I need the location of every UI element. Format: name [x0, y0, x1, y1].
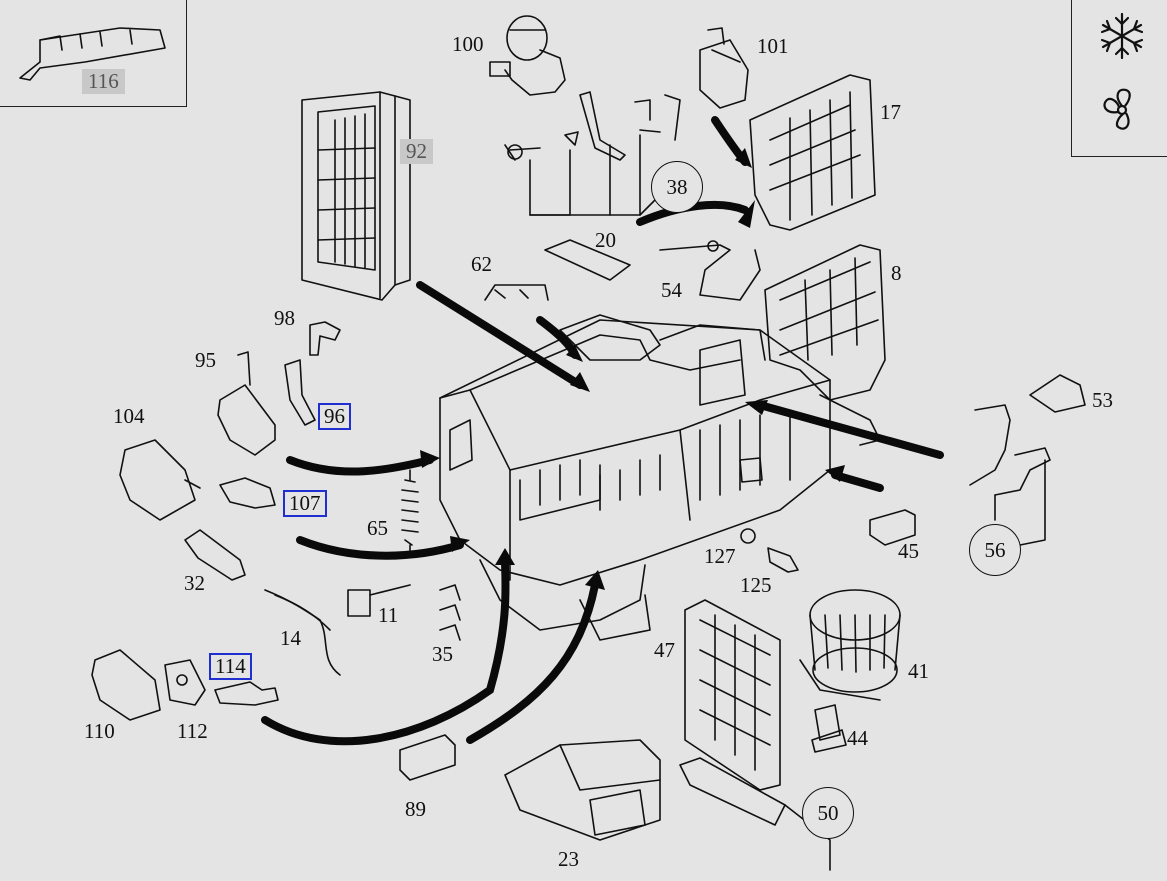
- part-95-actuator: [217, 351, 276, 456]
- main-hvac-housing: [439, 314, 831, 641]
- part-17-flap-housing: [749, 74, 876, 231]
- part-35-clips: [439, 584, 461, 641]
- callout-8[interactable]: 8: [891, 261, 902, 285]
- part-107-motor: [219, 477, 276, 509]
- callout-114[interactable]: 114: [209, 653, 252, 680]
- callout-53[interactable]: 53: [1092, 388, 1113, 412]
- part-65-spring: [401, 469, 419, 553]
- inset-frame: [0, 0, 187, 107]
- part-101-actuator: [699, 27, 749, 109]
- part-11-relay: [347, 584, 411, 617]
- callout-45[interactable]: 45: [898, 539, 919, 563]
- callout-92[interactable]: 92: [400, 139, 433, 164]
- callout-62[interactable]: 62: [471, 252, 492, 276]
- part-41-blower: [799, 589, 901, 701]
- callout-104[interactable]: 104: [113, 404, 145, 428]
- part-47-filter: [684, 599, 781, 791]
- part-45-connector: [869, 509, 916, 546]
- callout-54[interactable]: 54: [661, 278, 682, 302]
- part-32-sensor: [184, 529, 246, 581]
- callout-17[interactable]: 17: [880, 100, 901, 124]
- part-8-housing: [764, 244, 886, 446]
- callout-14[interactable]: 14: [280, 626, 301, 650]
- part-114-motor: [214, 681, 279, 706]
- callout-35[interactable]: 35: [432, 642, 453, 666]
- callout-127[interactable]: 127: [704, 544, 736, 568]
- part-20-seal: [544, 239, 631, 281]
- part-100-sensor: [489, 15, 566, 96]
- part-62-clip: [484, 284, 549, 301]
- part-104-actuator: [119, 439, 201, 521]
- callout-44[interactable]: 44: [847, 726, 868, 750]
- callout-112[interactable]: 112: [177, 719, 208, 743]
- part-92-evaporator: [301, 91, 411, 301]
- callout-89[interactable]: 89: [405, 797, 426, 821]
- part-116-bracket: [19, 27, 166, 81]
- callout-65[interactable]: 65: [367, 516, 388, 540]
- part-23-tray: [504, 739, 661, 841]
- callout-116[interactable]: 116: [82, 69, 125, 94]
- part-44-resistor: [811, 704, 847, 753]
- climate-icon-panel: [1071, 0, 1167, 157]
- callout-101[interactable]: 101: [757, 34, 789, 58]
- callout-98[interactable]: 98: [274, 306, 295, 330]
- part-53-cover: [1029, 374, 1086, 413]
- part-14-harness: [264, 589, 341, 676]
- callout-32[interactable]: 32: [184, 571, 205, 595]
- part-98-link: [309, 321, 341, 356]
- callout-20[interactable]: 20: [595, 228, 616, 252]
- part-127-washer: [740, 528, 756, 544]
- callout-47[interactable]: 47: [654, 638, 675, 662]
- callout-11[interactable]: 11: [378, 603, 399, 627]
- snowflake-icon: [1100, 12, 1144, 60]
- callout-125[interactable]: 125: [740, 573, 772, 597]
- callout-96[interactable]: 96: [318, 403, 351, 430]
- callout-107[interactable]: 107: [283, 490, 327, 517]
- part-125-bolt: [767, 547, 799, 573]
- part-50-filter-element: [679, 757, 831, 871]
- part-96-lever: [284, 359, 316, 426]
- callout-38[interactable]: 38: [651, 161, 703, 213]
- callout-23[interactable]: 23: [558, 847, 579, 871]
- callout-110[interactable]: 110: [84, 719, 115, 743]
- part-110-actuator: [91, 649, 161, 721]
- part-54-actuator: [659, 240, 761, 301]
- part-20-linkages: [504, 91, 681, 216]
- callout-50[interactable]: 50: [802, 787, 854, 839]
- callout-95[interactable]: 95: [195, 348, 216, 372]
- callout-56[interactable]: 56: [969, 524, 1021, 576]
- callout-100[interactable]: 100: [452, 32, 484, 56]
- fan-icon: [1103, 88, 1131, 130]
- part-56-hoses: [969, 404, 1051, 546]
- callout-41[interactable]: 41: [908, 659, 929, 683]
- part-112-flange: [164, 659, 206, 706]
- part-89-module: [399, 734, 456, 781]
